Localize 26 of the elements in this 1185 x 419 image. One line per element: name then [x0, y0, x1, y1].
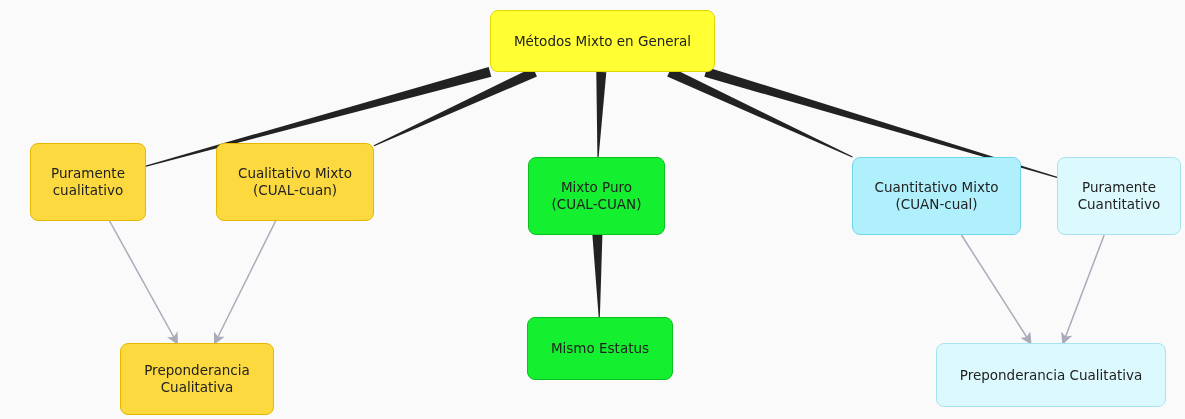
node-label: Cuantitativo Mixto (CUAN-cual): [873, 179, 1000, 213]
process-box: [852, 157, 1021, 235]
node-label: Mismo Estatus: [550, 340, 650, 357]
arrow: [1061, 234, 1105, 345]
process-box: [936, 343, 1166, 407]
node-label: Mixto Puro (CUAL-CUAN): [550, 179, 643, 213]
process-box: [527, 317, 673, 380]
node-label: Preponderancia Cualitativa: [959, 366, 1143, 384]
node-label: Métodos Mixto en General: [513, 32, 692, 50]
process-box: [1057, 157, 1181, 235]
process-box: [216, 143, 374, 221]
arrow: [108, 220, 179, 345]
node-label: Puramente cualitativo: [50, 165, 126, 199]
connector-line: [145, 67, 492, 167]
connector-line: [592, 234, 603, 317]
process-box: [528, 157, 665, 235]
process-box: [30, 143, 146, 221]
connector-line: [704, 67, 1058, 178]
arrow: [960, 234, 1032, 345]
node-label: Preponderancia Cualitativa: [143, 362, 251, 396]
title-box: [490, 10, 715, 72]
connector-line: [596, 71, 607, 157]
node-label: Puramente Cuantitativo: [1076, 179, 1162, 213]
process-box: [120, 343, 274, 415]
node-label: Cualitativo Mixto (CUAL-cuan): [237, 165, 353, 199]
arrow: [214, 220, 277, 345]
